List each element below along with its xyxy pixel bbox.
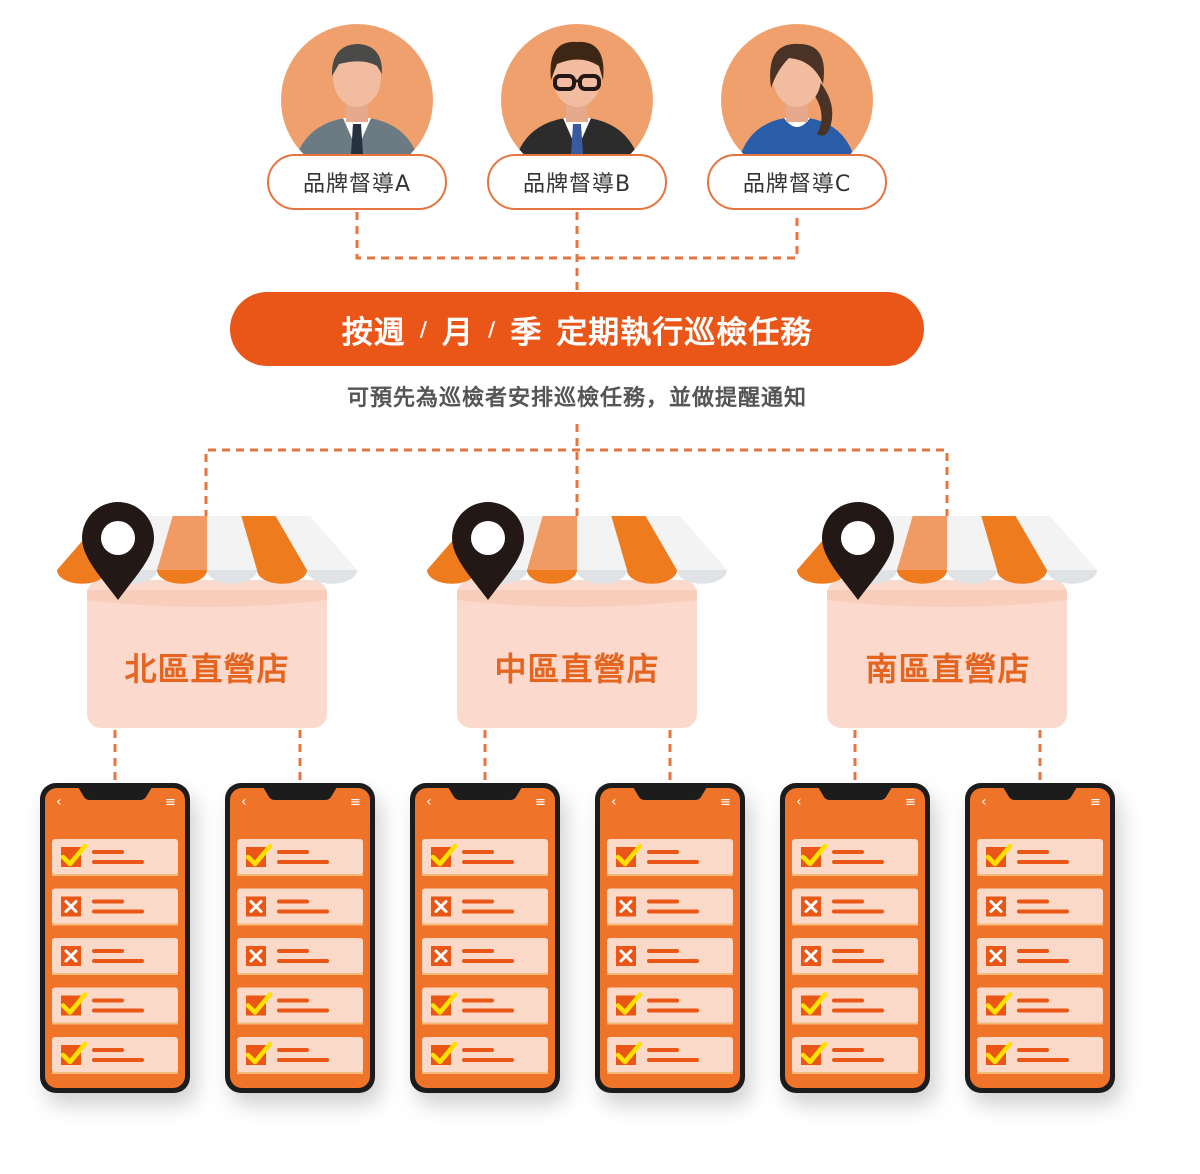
menu-icon[interactable]: ≡: [905, 795, 916, 810]
menu-icon[interactable]: ≡: [720, 795, 731, 810]
checklist-item[interactable]: [52, 839, 178, 876]
back-icon[interactable]: ‹: [426, 794, 432, 810]
store-south-label: 南區直營店: [865, 650, 1031, 688]
back-icon[interactable]: ‹: [981, 794, 987, 810]
phone-notch: [1003, 787, 1077, 800]
banner-separator: /: [419, 317, 428, 341]
checklist-item[interactable]: [792, 1037, 918, 1074]
checklist-item[interactable]: [52, 987, 178, 1025]
back-icon[interactable]: ‹: [796, 794, 802, 810]
checklist-item[interactable]: [792, 839, 918, 876]
checklist-item[interactable]: [607, 888, 733, 926]
phone-notch: [818, 787, 892, 800]
cross-icon: [614, 895, 638, 918]
cross-icon: [244, 944, 268, 968]
store-south: [797, 502, 1097, 728]
checklist-item[interactable]: [422, 1037, 548, 1074]
back-icon[interactable]: ‹: [56, 794, 62, 810]
checklist-item[interactable]: [237, 888, 363, 926]
banner-monthly: 月: [442, 314, 474, 351]
supervisor-c-avatar: [721, 24, 873, 176]
schedule-banner: 按週 / 月 / 季 定期執行巡檢任務: [230, 292, 924, 366]
phone-connectors: [113, 730, 1042, 780]
menu-icon[interactable]: ≡: [1090, 795, 1101, 810]
checklist-item[interactable]: [237, 1037, 363, 1074]
supervisor-b-label: 品牌督導B: [487, 154, 667, 210]
back-icon[interactable]: ‹: [241, 794, 247, 810]
checklist-item[interactable]: [792, 888, 918, 926]
checklist-item[interactable]: [422, 888, 548, 926]
cross-icon: [429, 944, 453, 968]
checklist-item[interactable]: [422, 839, 548, 876]
checklist-item[interactable]: [237, 987, 363, 1025]
phone-central-1: ‹≡: [410, 783, 560, 1093]
banner-subtitle: 可預先為巡檢者安排巡檢任務，並做提醒通知: [346, 386, 807, 411]
cross-icon: [799, 895, 823, 918]
cross-icon: [984, 944, 1008, 968]
checklist-item[interactable]: [237, 839, 363, 876]
store-connectors: [204, 424, 949, 518]
banner-task-text: 定期執行巡檢任務: [556, 314, 813, 351]
checklist-item[interactable]: [792, 987, 918, 1025]
cross-icon: [59, 944, 83, 968]
checklist-item[interactable]: [422, 938, 548, 975]
supervisor-a-label: 品牌督導A: [267, 154, 447, 210]
supervisor-c-label: 品牌督導C: [707, 154, 887, 210]
supervisor-a-avatar: [281, 24, 433, 176]
store-north: [57, 502, 357, 728]
banner-separator: /: [488, 317, 497, 341]
cross-icon: [244, 895, 268, 918]
store-central: [427, 502, 727, 728]
phone-north-1: ‹≡: [40, 783, 190, 1093]
phone-notch: [448, 787, 522, 800]
phone-notch: [263, 787, 337, 800]
store-north-label: 北區直營店: [124, 650, 290, 688]
phone-notch: [78, 787, 152, 800]
checklist-item[interactable]: [977, 888, 1103, 926]
phone-north-2: ‹≡: [225, 783, 375, 1093]
store-sign: [87, 580, 327, 728]
cross-icon: [799, 944, 823, 968]
checklist-item[interactable]: [607, 938, 733, 975]
phone-notch: [633, 787, 707, 800]
checklist-item[interactable]: [977, 839, 1103, 876]
cross-icon: [614, 944, 638, 968]
phone-central-2: ‹≡: [595, 783, 745, 1093]
menu-icon[interactable]: ≡: [535, 795, 546, 810]
checklist-item[interactable]: [977, 987, 1103, 1025]
cross-icon: [984, 895, 1008, 918]
store-sign: [457, 580, 697, 728]
phone-south-1: ‹≡: [780, 783, 930, 1093]
checklist-item[interactable]: [977, 938, 1103, 975]
checklist-item[interactable]: [977, 1037, 1103, 1074]
phone-south-2: ‹≡: [965, 783, 1115, 1093]
supervisor-b-avatar: [501, 24, 653, 176]
store-sign: [827, 580, 1067, 728]
checklist-item[interactable]: [607, 839, 733, 876]
checklist-item[interactable]: [607, 987, 733, 1025]
supervisor-connectors: [355, 212, 799, 292]
checklist-item[interactable]: [52, 888, 178, 926]
checklist-item[interactable]: [792, 938, 918, 975]
menu-icon[interactable]: ≡: [350, 795, 361, 810]
banner-quarterly: 季: [510, 314, 543, 351]
store-central-label: 中區直營店: [494, 650, 660, 688]
cross-icon: [59, 895, 83, 918]
banner-weekly: 按週: [341, 314, 406, 351]
checklist-item[interactable]: [52, 938, 178, 975]
back-icon[interactable]: ‹: [611, 794, 617, 810]
menu-icon[interactable]: ≡: [165, 795, 176, 810]
checklist-item[interactable]: [422, 987, 548, 1025]
checklist-item[interactable]: [52, 1037, 178, 1074]
checklist-item[interactable]: [237, 938, 363, 975]
checklist-item[interactable]: [607, 1037, 733, 1074]
cross-icon: [429, 895, 453, 918]
